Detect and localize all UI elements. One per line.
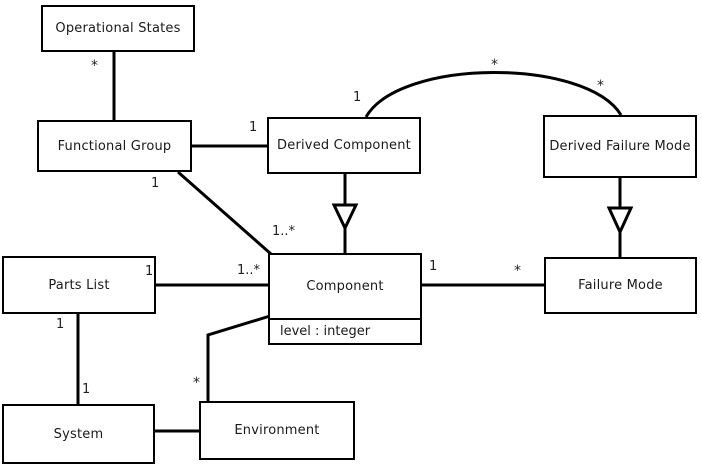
- mult-partslist-right: 1: [145, 264, 154, 279]
- class-box-operational-states[interactable]: Operational States: [41, 5, 195, 52]
- edge-functionalgroup-component: [177, 170, 272, 256]
- mult-fg-derivedcomponent: 1: [249, 120, 258, 135]
- class-box-derived-component[interactable]: Derived Component: [267, 117, 421, 174]
- mult-partslist-bottom: 1: [56, 317, 65, 332]
- class-attribute-component-0: level : integer: [270, 318, 420, 343]
- edge-derivedcomponent-derivedfailuremode: [364, 71, 623, 118]
- class-name-failure-mode: Failure Mode: [578, 278, 663, 293]
- generalization-triangle-component: [331, 203, 359, 232]
- class-box-functional-group[interactable]: Functional Group: [37, 120, 192, 172]
- mult-system-top: 1: [82, 382, 91, 397]
- class-name-derived-failure-mode: Derived Failure Mode: [549, 139, 691, 154]
- class-name-environment: Environment: [234, 423, 320, 438]
- mult-opstates-fg: *: [91, 58, 98, 74]
- generalization-triangle-failuremode: [606, 206, 634, 236]
- mult-environment-component: *: [193, 375, 200, 391]
- mult-arc-top: *: [491, 57, 498, 73]
- class-box-derived-failure-mode[interactable]: Derived Failure Mode: [543, 115, 697, 178]
- class-box-failure-mode[interactable]: Failure Mode: [544, 257, 697, 314]
- class-name-functional-group: Functional Group: [57, 138, 172, 154]
- mult-derivedcomponent-arc: 1: [353, 90, 362, 105]
- class-box-system[interactable]: System: [2, 404, 155, 464]
- mult-failuremode-left: *: [514, 263, 521, 279]
- class-box-parts-list[interactable]: Parts List: [2, 256, 156, 314]
- class-name-derived-component: Derived Component: [277, 138, 411, 153]
- class-name-parts-list: Parts List: [48, 277, 110, 293]
- mult-derivedfailuremode-arc: *: [597, 78, 604, 94]
- mult-component-right: 1: [429, 259, 438, 274]
- class-box-environment[interactable]: Environment: [199, 401, 355, 460]
- class-name-system: System: [53, 426, 104, 442]
- mult-component-left: 1..*: [237, 263, 261, 278]
- mult-fg-component-upper: 1..*: [272, 224, 296, 239]
- class-box-component[interactable]: Component level : integer: [268, 253, 422, 345]
- edge-environment-component: [206, 314, 271, 401]
- class-name-component: Component: [306, 279, 384, 294]
- mult-fg-component: 1: [151, 176, 160, 191]
- class-name-operational-states: Operational States: [55, 21, 181, 36]
